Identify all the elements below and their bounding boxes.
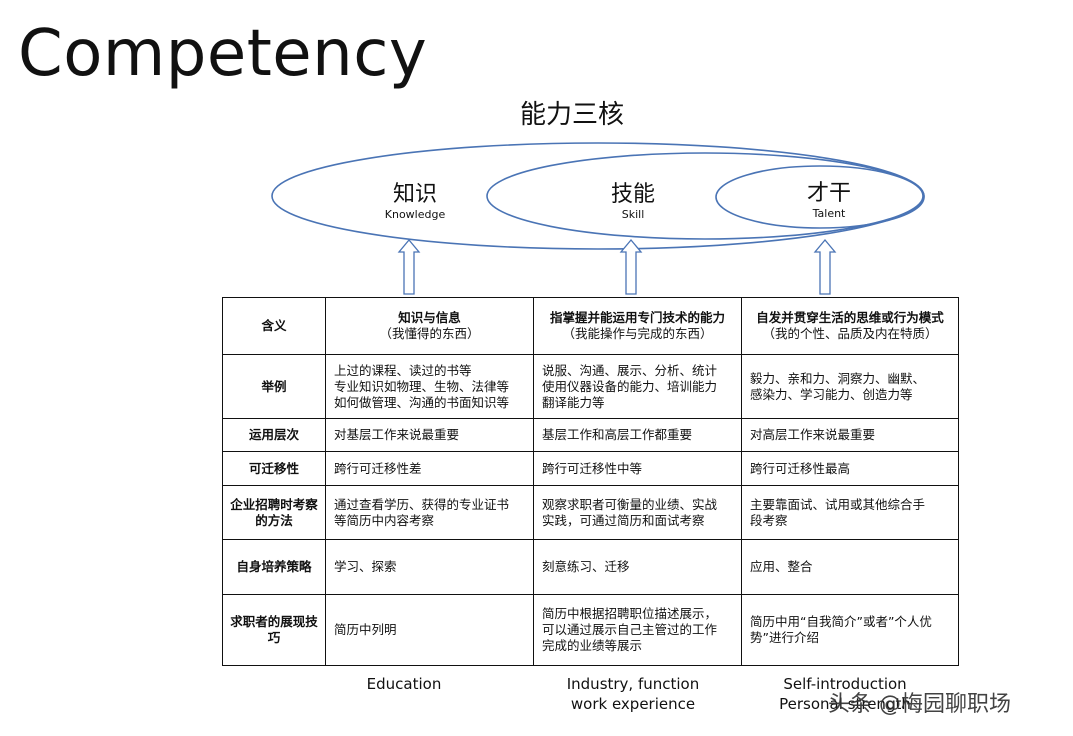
core-knowledge-en: Knowledge: [384, 208, 446, 221]
header-knowledge: 知识与信息 （我懂得的东西）: [325, 297, 534, 355]
header-knowledge-sub: （我懂得的东西）: [379, 326, 480, 341]
footer-education: Education: [334, 674, 474, 694]
table-cell: 简历中根据招聘职位描述展示， 可以通过展示自己主管过的工作 完成的业绩等展示: [533, 594, 742, 666]
table-cell: 跨行可迁移性最高: [741, 451, 959, 486]
table-row: 求职者的展现技巧 简历中列明 简历中根据招聘职位描述展示， 可以通过展示自己主管…: [222, 594, 959, 666]
table-row: 企业招聘时考察的方法 通过查看学历、获得的专业证书 等简历中内容考察 观察求职者…: [222, 485, 959, 540]
header-skill-sub: （我能操作与完成的东西）: [562, 326, 713, 341]
table-cell: 跨行可迁移性中等: [533, 451, 742, 486]
arrow-skill: [619, 238, 643, 295]
table-cell: 应用、整合: [741, 539, 959, 595]
table-cell: 通过查看学历、获得的专业证书 等简历中内容考察: [325, 485, 534, 540]
footer-industry: Industry, function work experience: [540, 674, 726, 714]
table-cell: 基层工作和高层工作都重要: [533, 418, 742, 452]
footer-industry-line1: Industry, function: [566, 675, 700, 693]
header-skill: 指掌握并能运用专门技术的能力 （我能操作与完成的东西）: [533, 297, 742, 355]
footer-self-intro-line1: Self-introduction: [783, 675, 907, 693]
arrow-knowledge: [397, 238, 421, 295]
row-label: 求职者的展现技巧: [222, 594, 326, 666]
table-row: 举例 上过的课程、读过的书等 专业知识如物理、生物、法律等 如何做管理、沟通的书…: [222, 354, 959, 419]
competency-table: 含义 知识与信息 （我懂得的东西） 指掌握并能运用专门技术的能力 （我能操作与完…: [222, 297, 959, 666]
header-skill-title: 指掌握并能运用专门技术的能力: [549, 310, 725, 325]
diagram-subtitle: 能力三核: [520, 100, 625, 130]
arrow-talent: [813, 238, 837, 295]
table-cell: 观察求职者可衡量的业绩、实战 实践，可通过简历和面试考察: [533, 485, 742, 540]
core-skill-zh: 技能: [610, 182, 655, 207]
table-row: 自身培养策略 学习、探索 刻意练习、迁移 应用、整合: [222, 539, 959, 595]
table-cell: 对高层工作来说最重要: [741, 418, 959, 452]
table-cell: 简历中列明: [325, 594, 534, 666]
header-talent-title: 自发并贯穿生活的思维或行为模式: [756, 310, 944, 325]
header-knowledge-title: 知识与信息: [398, 310, 461, 325]
page-title: Competency: [18, 17, 428, 91]
table-cell: 学习、探索: [325, 539, 534, 595]
watermark: 头条 @梅园聊职场: [828, 692, 1011, 717]
table-row: 运用层次 对基层工作来说最重要 基层工作和高层工作都重要 对高层工作来说最重要: [222, 418, 959, 452]
core-skill: 技能 Skill: [588, 182, 678, 222]
core-talent-en: Talent: [812, 207, 846, 220]
table-cell: 跨行可迁移性差: [325, 451, 534, 486]
skill-oval: [486, 152, 924, 240]
core-talent: 才干 Talent: [784, 181, 874, 221]
table-cell: 刻意练习、迁移: [533, 539, 742, 595]
core-skill-en: Skill: [621, 208, 645, 221]
footer-self-intro: Self-introduction Personal strength: [760, 674, 930, 714]
table-cell: 主要靠面试、试用或其他综合手 段考察: [741, 485, 959, 540]
table-header-row: 含义 知识与信息 （我懂得的东西） 指掌握并能运用专门技术的能力 （我能操作与完…: [222, 297, 959, 355]
table-row: 可迁移性 跨行可迁移性差 跨行可迁移性中等 跨行可迁移性最高: [222, 451, 959, 486]
table-cell: 对基层工作来说最重要: [325, 418, 534, 452]
header-label: 含义: [222, 297, 326, 355]
core-knowledge-zh: 知识: [392, 182, 437, 207]
core-knowledge: 知识 Knowledge: [370, 182, 460, 222]
talent-oval: [715, 165, 925, 229]
row-label: 企业招聘时考察的方法: [222, 485, 326, 540]
row-label: 自身培养策略: [222, 539, 326, 595]
table-cell: 简历中用“自我简介”或者”个人优 势”进行介绍: [741, 594, 959, 666]
header-talent-sub: （我的个性、品质及内在特质）: [762, 326, 938, 341]
footer-education-line: Education: [366, 675, 442, 693]
core-talent-zh: 才干: [806, 181, 851, 206]
row-label: 可迁移性: [222, 451, 326, 486]
row-label: 举例: [222, 354, 326, 419]
table-cell: 毅力、亲和力、洞察力、幽默、 感染力、学习能力、创造力等: [741, 354, 959, 419]
footer-self-intro-line2: Personal strength: [779, 695, 911, 713]
table-cell: 说服、沟通、展示、分析、统计 使用仪器设备的能力、培训能力 翻译能力等: [533, 354, 742, 419]
header-talent: 自发并贯穿生活的思维或行为模式 （我的个性、品质及内在特质）: [741, 297, 959, 355]
footer-industry-line2: work experience: [570, 695, 696, 713]
table-cell: 上过的课程、读过的书等 专业知识如物理、生物、法律等 如何做管理、沟通的书面知识…: [325, 354, 534, 419]
row-label: 运用层次: [222, 418, 326, 452]
